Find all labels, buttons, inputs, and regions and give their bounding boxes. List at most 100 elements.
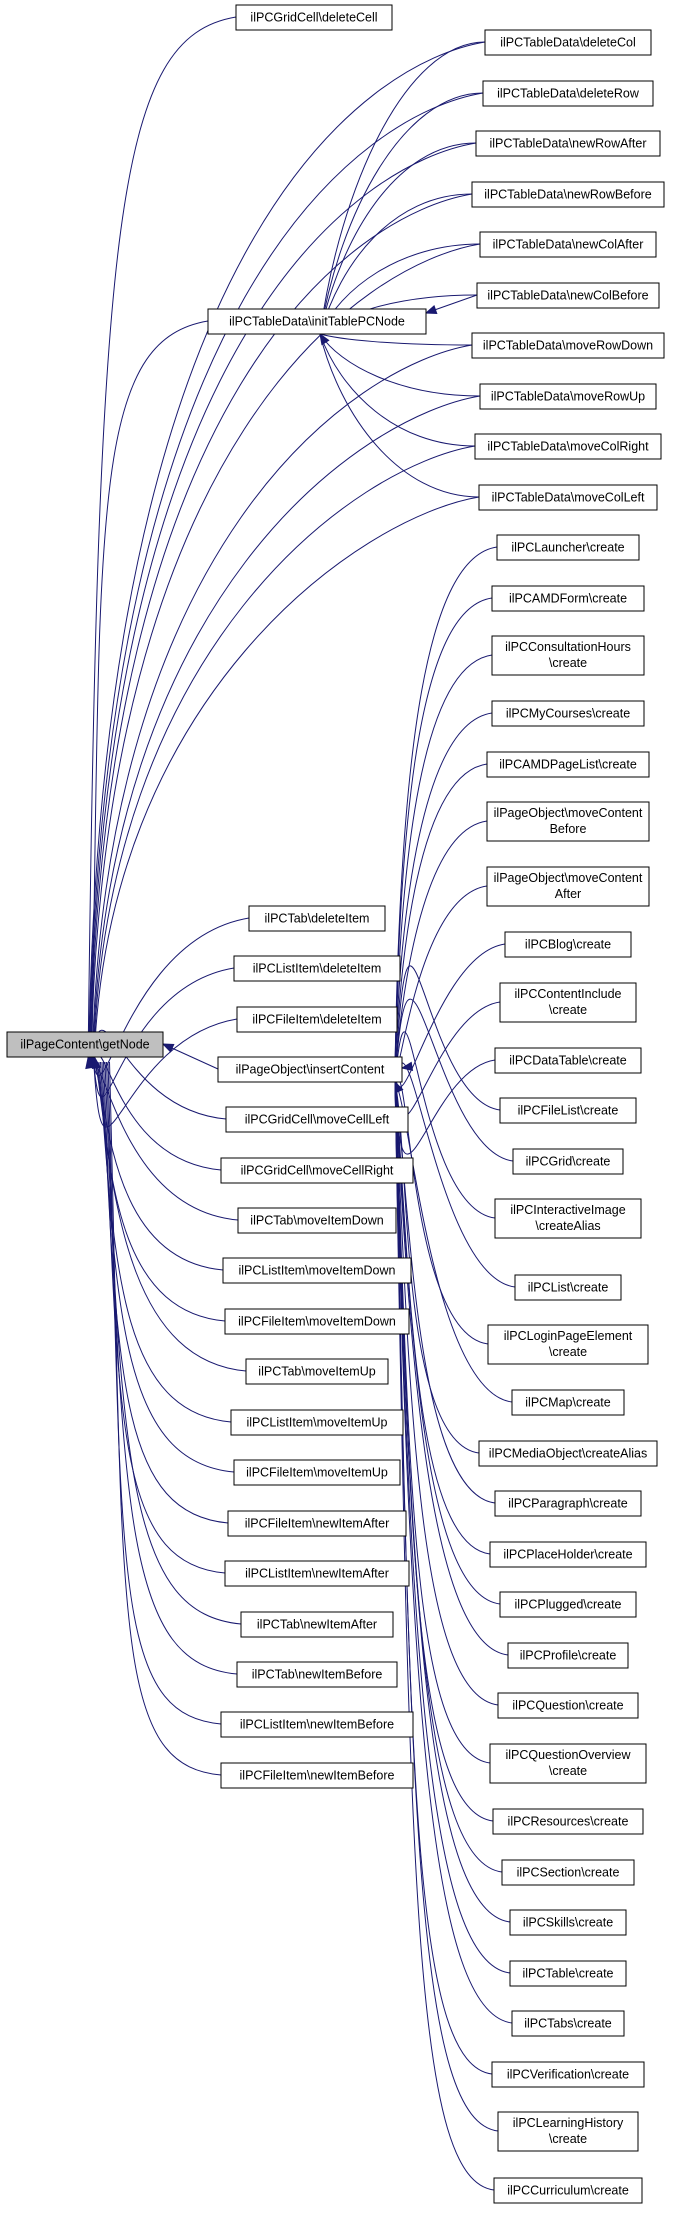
node-interactive-image-label-2: \createAlias — [535, 1219, 600, 1233]
node-map-create[interactable]: ilPCMap\create — [511, 1389, 625, 1416]
node-learning-history-create[interactable]: ilPCLearningHistory \create — [497, 2111, 639, 2152]
node-grid-move-left[interactable]: ilPCGridCell\moveCellLeft — [225, 1106, 409, 1133]
node-init-table[interactable]: ilPCTableData\initTablePCNode — [207, 308, 427, 335]
node-file-new-before-label: ilPCFileItem\newItemBefore — [240, 1769, 395, 1783]
node-td-move-row-up[interactable]: ilPCTableData\moveRowUp — [479, 383, 657, 410]
node-question-overview-label-2: \create — [549, 1764, 587, 1778]
edge-my-courses-to-insert-content — [394, 712, 493, 1071]
node-tab-move-down[interactable]: ilPCTab\moveItemDown — [237, 1207, 397, 1234]
node-file-move-up[interactable]: ilPCFileItem\moveItemUp — [233, 1459, 401, 1486]
node-blog-create-label: ilPCBlog\create — [525, 938, 611, 952]
node-grid-delete-cell[interactable]: ilPCGridCell\deleteCell — [235, 4, 393, 31]
edge-td-move-row-up-to-root — [92, 395, 481, 1067]
node-tab-new-after-label: ilPCTab\newItemAfter — [257, 1618, 377, 1632]
node-resources-create[interactable]: ilPCResources\create — [492, 1808, 644, 1835]
edge-launcher-to-insert-content — [394, 546, 498, 1071]
graph-edges — [87, 16, 516, 2191]
edge-file-new-before-to-root — [109, 1061, 222, 1776]
node-skills-create[interactable]: ilPCSkills\create — [509, 1909, 627, 1936]
edge-login-page-to-insert-content — [394, 1078, 489, 1345]
node-file-list-create[interactable]: ilPCFileList\create — [499, 1097, 637, 1124]
node-move-content-after-label-1: ilPageObject\moveContent — [494, 871, 643, 885]
node-interactive-image-label-1: ilPCInteractiveImage — [510, 1203, 625, 1217]
edge-td-move-row-down-to-root — [91, 344, 473, 1067]
node-data-table-create[interactable]: ilPCDataTable\create — [494, 1047, 642, 1074]
edge-td-move-col-left-to-root — [93, 496, 480, 1067]
node-my-courses-create[interactable]: ilPCMyCourses\create — [491, 700, 645, 727]
node-tabs-create-label: ilPCTabs\create — [524, 2017, 612, 2031]
node-list-new-before[interactable]: ilPCListItem\newItemBefore — [220, 1711, 414, 1738]
edge-move-after-to-insert-content — [394, 885, 488, 1072]
node-profile-create[interactable]: ilPCProfile\create — [507, 1642, 629, 1669]
node-tab-new-after[interactable]: ilPCTab\newItemAfter — [240, 1611, 394, 1638]
node-file-new-before[interactable]: ilPCFileItem\newItemBefore — [220, 1762, 414, 1789]
node-content-include-create[interactable]: ilPCContentInclude \create — [499, 982, 637, 1023]
node-place-holder-create[interactable]: ilPCPlaceHolder\create — [489, 1541, 647, 1568]
node-td-new-row-after[interactable]: ilPCTableData\newRowAfter — [475, 130, 661, 157]
edge-tabs-to-insert-content — [394, 1081, 513, 2024]
edge-td-move-col-right-to-init-table — [319, 333, 476, 447]
node-plugged-create-label: ilPCPlugged\create — [514, 1598, 621, 1612]
node-list-new-after[interactable]: ilPCListItem\newItemAfter — [224, 1560, 410, 1587]
node-td-new-row-before[interactable]: ilPCTableData\newRowBefore — [471, 181, 665, 208]
node-blog-create[interactable]: ilPCBlog\create — [504, 931, 632, 958]
node-consultation-hours-create[interactable]: ilPCConsultationHours \create — [491, 635, 645, 676]
node-td-new-col-before[interactable]: ilPCTableData\newColBefore — [476, 282, 660, 309]
node-move-content-before[interactable]: ilPageObject\moveContent Before — [486, 801, 650, 842]
edge-init-table-to-root — [91, 320, 209, 1067]
node-root[interactable]: ilPageContent\getNode — [6, 1031, 164, 1058]
edge-move-before-to-insert-content — [394, 820, 488, 1071]
node-file-delete-item[interactable]: ilPCFileItem\deleteItem — [236, 1006, 398, 1033]
edge-td-new-col-after-to-root — [90, 243, 481, 1067]
node-td-delete-col[interactable]: ilPCTableData\deleteCol — [484, 29, 652, 56]
node-tab-new-before[interactable]: ilPCTab\newItemBefore — [236, 1661, 398, 1688]
node-launcher-create[interactable]: ilPCLauncher\create — [496, 534, 640, 561]
edge-tab-new-after-to-root — [104, 1061, 242, 1625]
edge-table-to-insert-content — [394, 1081, 511, 1974]
node-verification-create[interactable]: ilPCVerification\create — [491, 2061, 645, 2088]
node-tabs-create[interactable]: ilPCTabs\create — [511, 2010, 625, 2037]
node-interactive-image-create-alias[interactable]: ilPCInteractiveImage \createAlias — [494, 1198, 642, 1239]
node-td-move-row-down[interactable]: ilPCTableData\moveRowDown — [471, 332, 665, 359]
node-list-move-down[interactable]: ilPCListItem\moveItemDown — [222, 1257, 412, 1284]
node-td-move-col-right-label: ilPCTableData\moveColRight — [487, 440, 649, 454]
graph-nodes: ilPageContent\getNode ilPCTableData\init… — [6, 4, 665, 2204]
node-plugged-create[interactable]: ilPCPlugged\create — [499, 1591, 637, 1618]
node-grid-move-right[interactable]: ilPCGridCell\moveCellRight — [220, 1157, 414, 1184]
node-move-content-after[interactable]: ilPageObject\moveContent After — [486, 866, 650, 907]
node-list-delete-item[interactable]: ilPCListItem\deleteItem — [233, 955, 401, 982]
node-td-move-col-left[interactable]: ilPCTableData\moveColLeft — [478, 484, 658, 511]
node-tab-delete-item[interactable]: ilPCTab\deleteItem — [248, 905, 386, 932]
node-list-create[interactable]: ilPCList\create — [514, 1274, 622, 1301]
node-verification-create-label: ilPCVerification\create — [507, 2068, 629, 2082]
node-tab-delete-item-label: ilPCTab\deleteItem — [265, 912, 370, 926]
edge-td-delete-row-to-init-table — [319, 92, 484, 335]
node-tab-move-up[interactable]: ilPCTab\moveItemUp — [245, 1358, 389, 1385]
node-file-move-down[interactable]: ilPCFileItem\moveItemDown — [224, 1308, 410, 1335]
node-question-create-label: ilPCQuestion\create — [512, 1699, 623, 1713]
node-paragraph-create[interactable]: ilPCParagraph\create — [494, 1490, 642, 1517]
edge-td-delete-row-to-root — [88, 92, 484, 1067]
node-insert-content[interactable]: ilPageObject\insertContent — [217, 1056, 403, 1083]
node-media-object-create-alias[interactable]: ilPCMediaObject\createAlias — [478, 1440, 658, 1467]
arrow-into-init-table — [319, 332, 330, 346]
node-file-new-after[interactable]: ilPCFileItem\newItemAfter — [227, 1510, 407, 1537]
arrow-into-insert-content-right — [400, 1061, 414, 1072]
node-curriculum-create[interactable]: ilPCCurriculum\create — [493, 2177, 643, 2204]
node-td-delete-row[interactable]: ilPCTableData\deleteRow — [482, 80, 654, 107]
node-login-page-element-create[interactable]: ilPCLoginPageElement \create — [487, 1324, 649, 1365]
node-question-create[interactable]: ilPCQuestion\create — [497, 1692, 639, 1719]
edge-list-move-up-to-root — [98, 1061, 232, 1423]
node-list-move-up[interactable]: ilPCListItem\moveItemUp — [230, 1409, 404, 1436]
node-section-create[interactable]: ilPCSection\create — [501, 1859, 635, 1886]
node-amd-form-create[interactable]: ilPCAMDForm\create — [491, 585, 645, 612]
node-td-new-row-before-label: ilPCTableData\newRowBefore — [484, 188, 651, 202]
node-question-overview-create[interactable]: ilPCQuestionOverview \create — [489, 1743, 647, 1784]
node-grid-create[interactable]: ilPCGrid\create — [512, 1148, 624, 1175]
node-td-move-row-up-label: ilPCTableData\moveRowUp — [491, 390, 645, 404]
node-table-create[interactable]: ilPCTable\create — [509, 1960, 627, 1987]
node-tab-move-down-label: ilPCTab\moveItemDown — [250, 1214, 383, 1228]
node-amd-page-list-create[interactable]: ilPCAMDPageList\create — [486, 751, 650, 778]
node-td-new-col-after[interactable]: ilPCTableData\newColAfter — [479, 231, 657, 258]
node-td-move-col-right[interactable]: ilPCTableData\moveColRight — [474, 433, 662, 460]
